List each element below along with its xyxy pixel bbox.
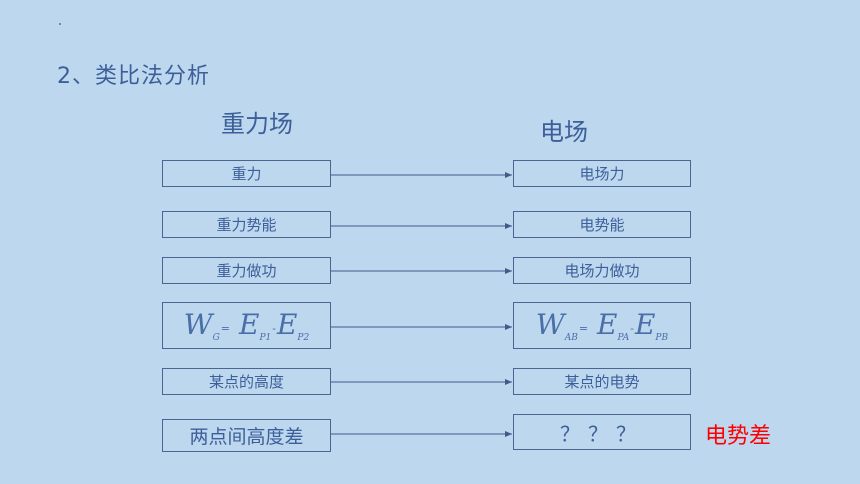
left-box-gravitational-pe: 重力势能 <box>162 211 331 238</box>
right-box-electric-force: 电场力 <box>513 160 691 187</box>
electric-work-formula: WAB=EPA-EPB <box>535 308 669 343</box>
right-box-electric-work-formula: WAB=EPA-EPB <box>513 302 691 349</box>
right-box-unknown: ？？？ <box>513 414 691 450</box>
slide-heading: 2、类比法分析 <box>57 64 210 89</box>
gravity-work-formula: WG=EP1-EP2 <box>183 308 310 343</box>
left-box-gravity-work: 重力做功 <box>162 257 331 284</box>
right-box-potential-at-point: 某点的电势 <box>513 368 691 395</box>
decorative-dot <box>59 23 61 25</box>
left-box-height-difference: 两点间高度差 <box>162 419 331 452</box>
right-box-electric-pe: 电势能 <box>513 211 691 238</box>
electric-field-title: 电场 <box>540 118 588 146</box>
gravity-field-title: 重力场 <box>221 110 293 138</box>
left-box-gravity-work-formula: WG=EP1-EP2 <box>162 302 331 349</box>
answer-potential-difference: 电势差 <box>705 424 772 449</box>
left-box-gravity: 重力 <box>162 160 331 187</box>
right-box-electric-work: 电场力做功 <box>513 257 691 284</box>
left-box-height-at-point: 某点的高度 <box>162 368 331 395</box>
